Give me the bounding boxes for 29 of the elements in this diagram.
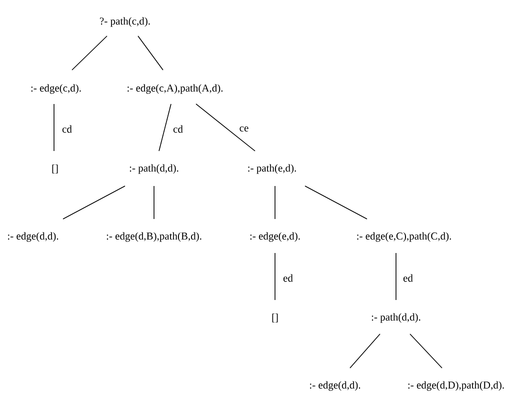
- tree-branch: [196, 104, 256, 152]
- goal-text: :- edge(e,C),path(C,d).: [357, 232, 451, 242]
- goal-text: :- path(d,d).: [372, 313, 420, 323]
- goal-text: :- path(d,d).: [130, 164, 178, 174]
- tree-branch: [274, 186, 276, 220]
- edge-label: ed: [283, 274, 293, 282]
- goal-text: :- edge(c,d).: [31, 84, 81, 94]
- goal-text: :- edge(c,A),path(A,d).: [128, 84, 223, 94]
- edge-label: cd: [173, 125, 183, 133]
- tree-branch: [72, 36, 108, 70]
- tree-branch: [410, 334, 442, 368]
- tree-branch: [304, 186, 368, 220]
- goal-text: []: [52, 164, 58, 174]
- tree-branch: [158, 104, 172, 152]
- tree-branch: [350, 334, 380, 368]
- goal-text: :- edge(d,d).: [310, 381, 360, 391]
- tree-branch: [138, 36, 164, 70]
- goal-text: :- edge(e,d).: [250, 232, 300, 242]
- goal-text: :- edge(d,d).: [8, 232, 58, 242]
- tree-branch: [62, 186, 126, 220]
- goal-text: []: [272, 314, 278, 322]
- edge-label: ce: [240, 126, 248, 132]
- tree-branch: [274, 252, 276, 300]
- goal-text: :- edge(d,D),path(D,d).: [408, 381, 504, 391]
- edge-label: ed: [403, 274, 413, 282]
- edge-label: cd: [62, 125, 72, 133]
- goal-text: :- edge(d,B),path(B,d).: [106, 232, 202, 242]
- goal-text: ?- path(c,d).: [100, 17, 150, 27]
- goal-text: :- path(e,d).: [248, 164, 296, 174]
